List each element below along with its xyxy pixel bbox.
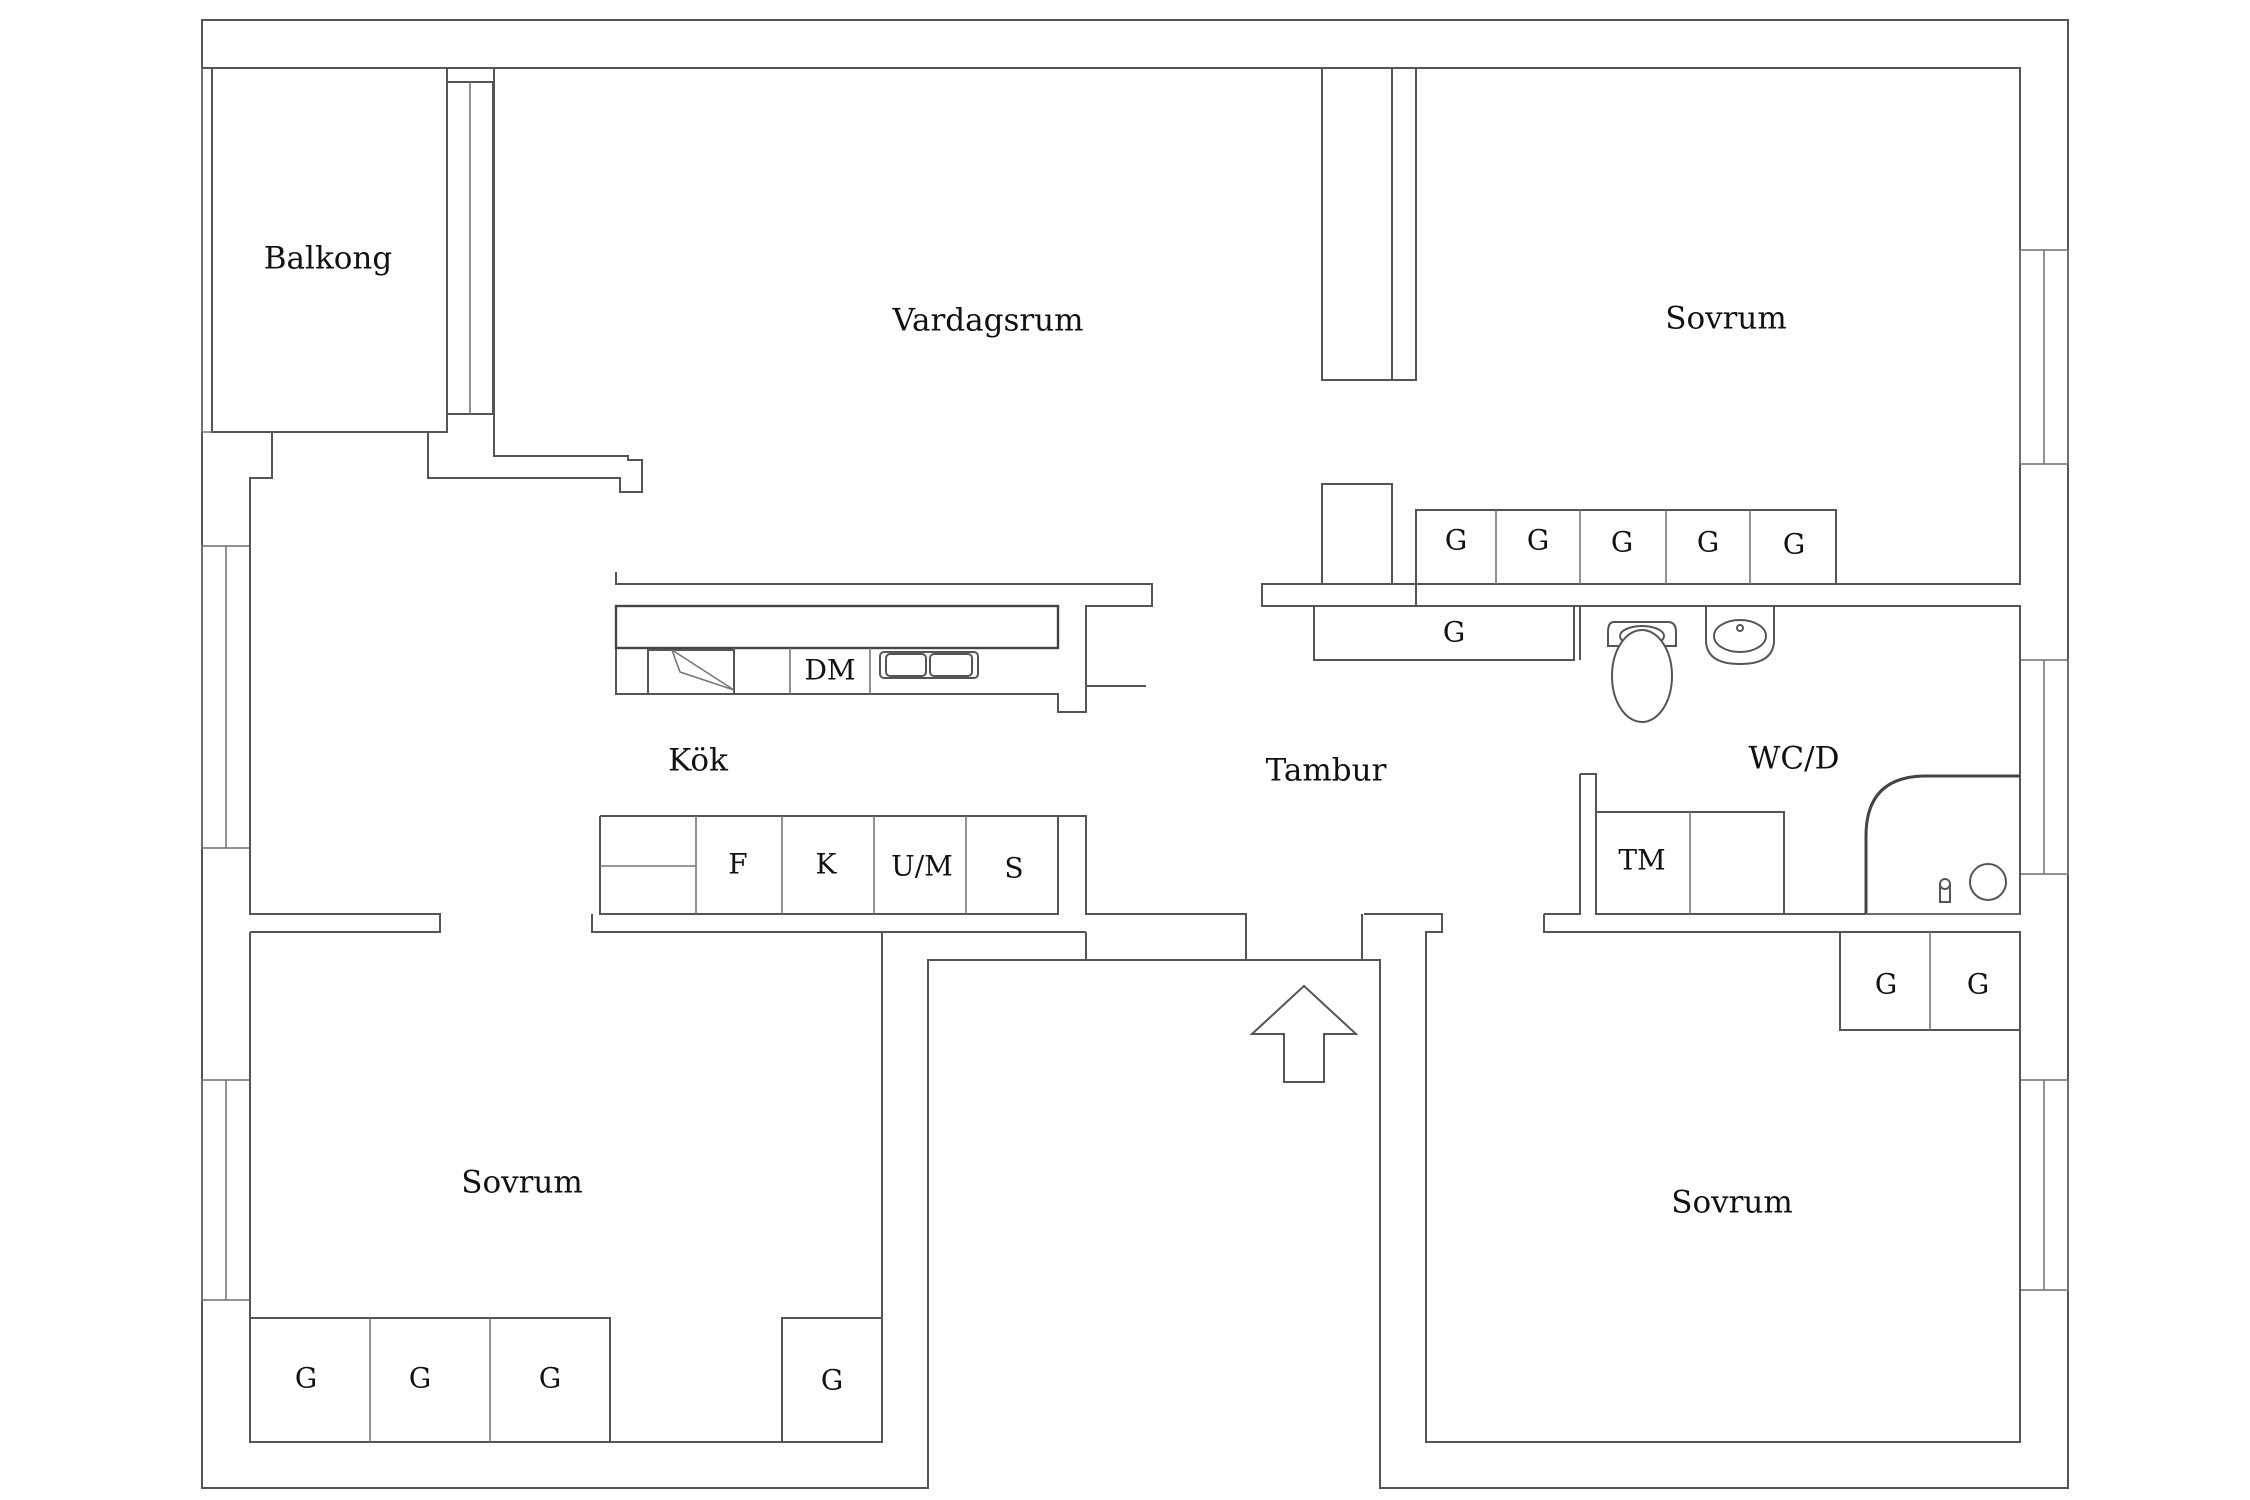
- wardrobe-label: G: [539, 1362, 561, 1395]
- room-label-kok: Kök: [668, 743, 728, 779]
- wardrobe-label: G: [821, 1364, 843, 1397]
- room-label-vardagsrum: Vardagsrum: [891, 303, 1083, 339]
- wardrobe-label: G: [1527, 524, 1549, 557]
- wardrobe-label: G: [1445, 524, 1467, 557]
- microwave-oven-label: U/M: [891, 850, 953, 883]
- wardrobe-label: G: [409, 1362, 431, 1395]
- wardrobe-label: G: [1443, 616, 1465, 649]
- room-label-tambur: Tambur: [1266, 753, 1387, 789]
- kitchen-counter-lower: [599, 815, 1363, 960]
- dishwasher-label: DM: [804, 654, 855, 687]
- room-label-sovrum-se: Sovrum: [1671, 1185, 1793, 1221]
- freezer-label: K: [816, 848, 838, 881]
- wardrobe-label: G: [1875, 968, 1897, 1001]
- balcony: [201, 67, 494, 433]
- sw-wardrobes: [249, 1317, 883, 1443]
- hall-walls: [1261, 483, 2021, 915]
- room-label-balkong: Balkong: [264, 241, 392, 277]
- se-wardrobes: [1839, 931, 2021, 1031]
- ne-wardrobes: [1415, 509, 1837, 585]
- room-label-sovrum-sw: Sovrum: [461, 1165, 583, 1201]
- entrance-arrow-icon: [1249, 984, 1359, 1083]
- room-label-sovrum-ne: Sovrum: [1665, 301, 1787, 337]
- fridge-label: F: [728, 848, 747, 881]
- washing-machine-label: TM: [1618, 844, 1665, 877]
- room-label-wcd: WC/D: [1749, 741, 1840, 777]
- kitchen-counter-upper: [614, 572, 1153, 713]
- wardrobe-label: G: [1611, 526, 1633, 559]
- wardrobe-label: G: [1967, 968, 1989, 1001]
- bathroom-fixtures: [1595, 605, 2020, 915]
- stove-label: S: [1004, 852, 1023, 885]
- wardrobe-label: G: [295, 1362, 317, 1395]
- wardrobe-label: G: [1783, 528, 1805, 561]
- wardrobe-label: G: [1697, 526, 1719, 559]
